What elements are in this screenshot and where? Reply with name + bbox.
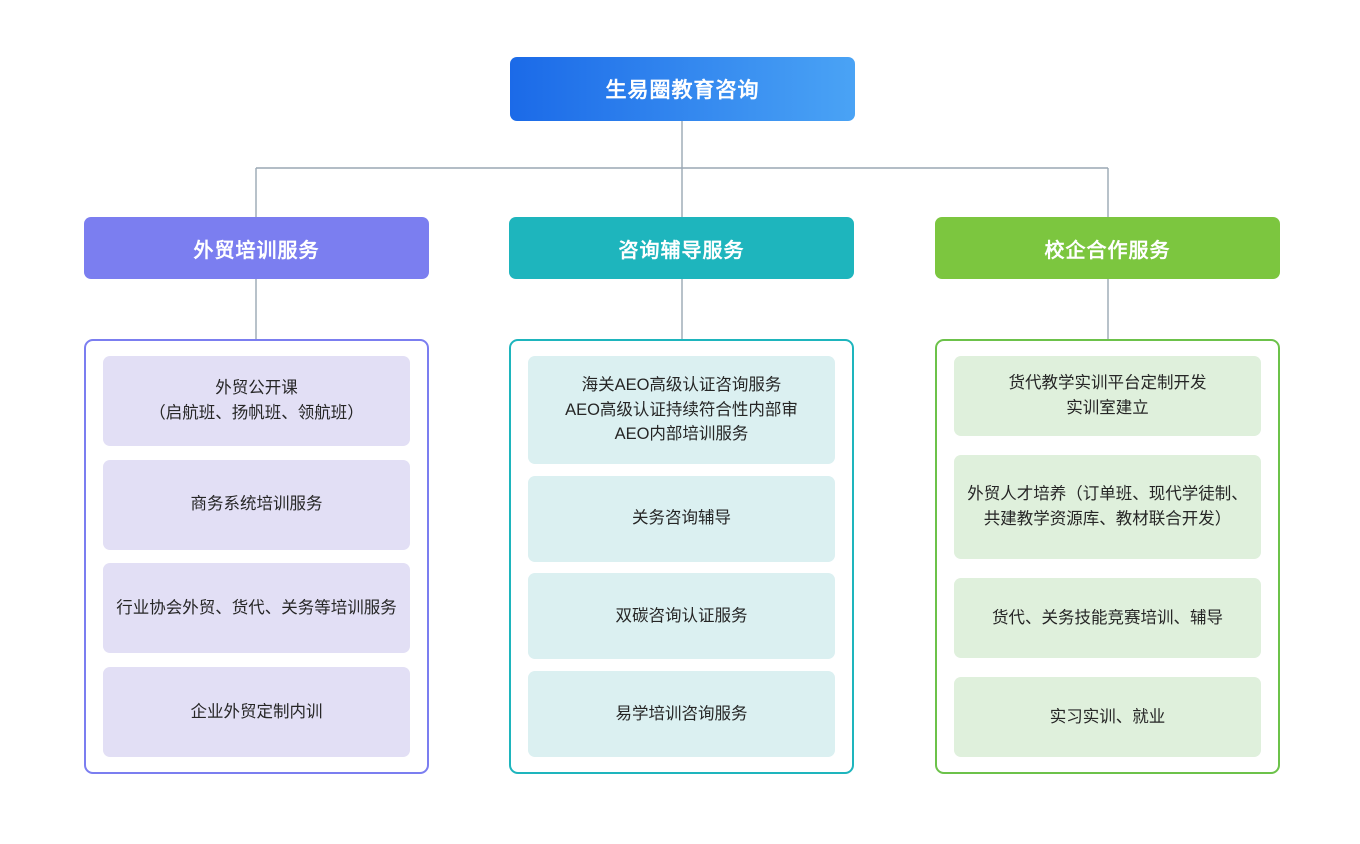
item-card[interactable]: 实习实训、就业	[954, 677, 1261, 757]
item-card[interactable]: 易学培训咨询服务	[528, 670, 835, 757]
item-card[interactable]: 海关AEO高级认证咨询服务 AEO高级认证持续符合性内部审 AEO内部培训服务	[528, 356, 835, 464]
category-header-zixun-fudao[interactable]: 咨询辅导服务	[509, 217, 854, 279]
root-node-label: 生易圈教育咨询	[605, 79, 760, 102]
items-container-zixun-fudao: 海关AEO高级认证咨询服务 AEO高级认证持续符合性内部审 AEO内部培训服务 …	[509, 339, 854, 774]
branch-column-2: 咨询辅导服务 海关AEO高级认证咨询服务 AEO高级认证持续符合性内部审 AEO…	[509, 0, 854, 844]
item-card[interactable]: 行业协会外贸、货代、关务等培训服务	[103, 563, 410, 654]
category-header-label: 外贸培训服务	[193, 239, 320, 262]
item-card[interactable]: 货代、关务技能竞赛培训、辅导	[954, 578, 1261, 658]
items-container-waimao-peixun: 外贸公开课 （启航班、扬帆班、领航班） 商务系统培训服务 行业协会外贸、货代、关…	[84, 339, 429, 774]
item-card[interactable]: 外贸人才培养（订单班、现代学徒制、共建教学资源库、教材联合开发）	[954, 455, 1261, 559]
category-header-label: 校企合作服务	[1044, 239, 1171, 262]
item-card[interactable]: 双碳咨询认证服务	[528, 573, 835, 660]
branch-column-1: 外贸培训服务 外贸公开课 （启航班、扬帆班、领航班） 商务系统培训服务 行业协会…	[84, 0, 429, 844]
category-header-label: 咨询辅导服务	[618, 239, 745, 262]
item-card[interactable]: 商务系统培训服务	[103, 459, 410, 550]
items-container-xiaoqi-hezuo: 货代教学实训平台定制开发 实训室建立 外贸人才培养（订单班、现代学徒制、共建教学…	[935, 339, 1280, 774]
item-card[interactable]: 货代教学实训平台定制开发 实训室建立	[954, 356, 1261, 436]
root-node[interactable]: 生易圈教育咨询	[510, 57, 855, 121]
category-header-xiaoqi-hezuo[interactable]: 校企合作服务	[935, 217, 1280, 279]
branch-column-3: 校企合作服务 货代教学实训平台定制开发 实训室建立 外贸人才培养（订单班、现代学…	[935, 0, 1280, 844]
item-card[interactable]: 企业外贸定制内训	[103, 666, 410, 757]
item-card[interactable]: 外贸公开课 （启航班、扬帆班、领航班）	[103, 356, 410, 446]
item-card[interactable]: 关务咨询辅导	[528, 475, 835, 562]
category-header-waimao-peixun[interactable]: 外贸培训服务	[84, 217, 429, 279]
